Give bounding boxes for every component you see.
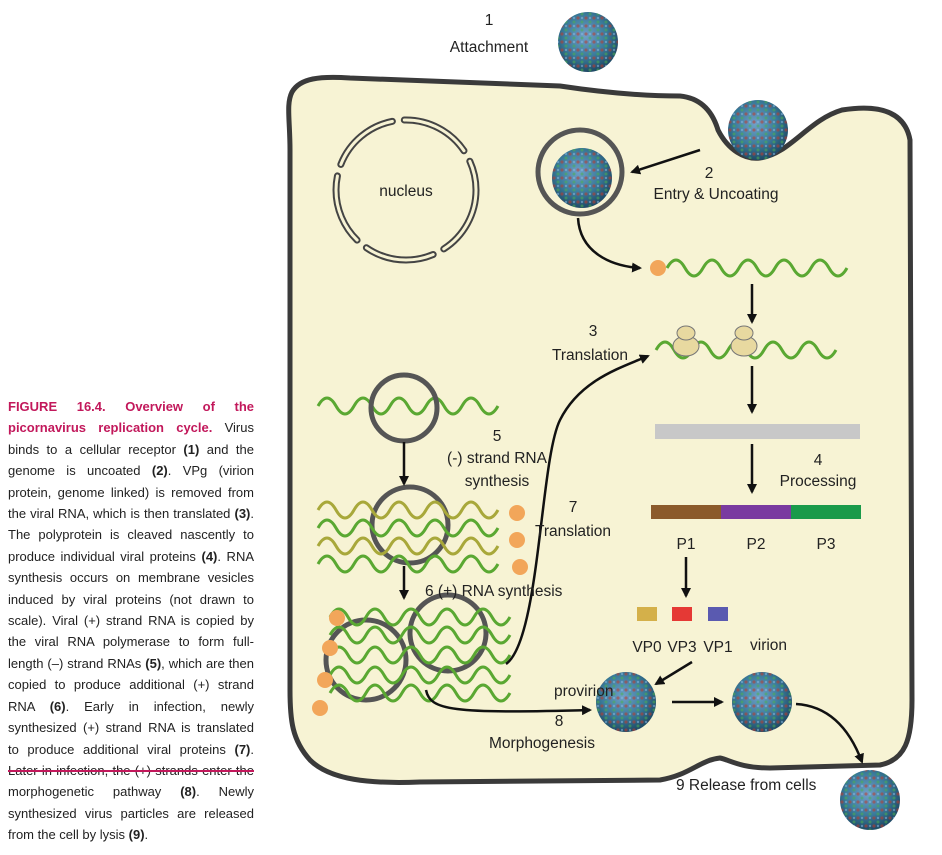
virion-icon bbox=[732, 672, 792, 732]
released-virion-icon bbox=[840, 770, 900, 830]
rna-plus-strand bbox=[328, 625, 512, 645]
membrane-vesicle bbox=[323, 617, 409, 703]
p3-label: P3 bbox=[817, 536, 836, 553]
p2-label: P2 bbox=[747, 536, 766, 553]
step8-label: Morphogenesis bbox=[489, 735, 595, 752]
polyprotein-bar bbox=[655, 424, 860, 439]
caption-text: and the genome is uncoated bbox=[8, 441, 254, 479]
caption-step-ref: (6) bbox=[49, 698, 66, 714]
arrow-translation-7 bbox=[505, 354, 650, 666]
step7-number: 7 bbox=[569, 499, 578, 516]
rna-plus-strand bbox=[328, 683, 512, 703]
p1-bar bbox=[651, 505, 721, 519]
arrow-release bbox=[795, 702, 864, 764]
caption-step-ref: (7) bbox=[234, 741, 251, 757]
caption-step-ref: (3) bbox=[234, 506, 251, 522]
caption-step-ref: (9) bbox=[128, 827, 145, 843]
step8-number: 8 bbox=[555, 713, 564, 730]
p1-label: P1 bbox=[677, 536, 696, 553]
nucleus bbox=[332, 116, 480, 264]
step1-number: 1 bbox=[485, 12, 494, 29]
step6-label: 6 (+) RNA synthesis bbox=[425, 583, 563, 600]
virus-icon bbox=[728, 100, 788, 160]
vp1-square bbox=[708, 607, 728, 621]
step4-label: Processing bbox=[780, 473, 857, 490]
step4-number: 4 bbox=[814, 452, 823, 469]
vpg-icon bbox=[650, 260, 666, 276]
vpg-icon bbox=[317, 672, 333, 688]
vp0-square bbox=[637, 607, 657, 621]
vpg-icon bbox=[312, 700, 328, 716]
caption-text: . RNA synthesis occurs on membrane vesic… bbox=[8, 548, 255, 671]
arrow-entry bbox=[630, 148, 701, 175]
arrow-morphogenesis bbox=[424, 689, 592, 716]
provirion-label: provirion bbox=[554, 683, 613, 700]
rna-plus-strand bbox=[665, 258, 849, 278]
step3-number: 3 bbox=[589, 323, 598, 340]
step5-label-line2: synthesis bbox=[465, 473, 530, 490]
step3-label: Translation bbox=[552, 347, 628, 364]
membrane-vesicle bbox=[407, 592, 489, 674]
step1-label: Attachment bbox=[450, 39, 529, 56]
step2-number: 2 bbox=[705, 165, 714, 182]
rna-minus-strand bbox=[316, 500, 500, 520]
vpg-icon bbox=[509, 532, 525, 548]
vp3-square bbox=[672, 607, 692, 621]
vpg-icon bbox=[329, 610, 345, 626]
cell-membrane bbox=[286, 74, 915, 785]
vp3-label: VP3 bbox=[667, 639, 696, 656]
step9-label: 9 Release from cells bbox=[676, 777, 817, 794]
caption-rule bbox=[8, 770, 254, 772]
caption-text: Virus binds to a cellular receptor bbox=[8, 420, 254, 457]
virion-label: virion bbox=[750, 637, 787, 654]
rna-plus-strand bbox=[316, 396, 500, 416]
virus-icon bbox=[558, 12, 618, 72]
vp0-label: VP0 bbox=[632, 639, 662, 656]
rna-plus-strand bbox=[316, 554, 500, 574]
figure-caption: FIGURE 16.4. Overview of the picornaviru… bbox=[8, 396, 254, 846]
ribosome-icon bbox=[730, 325, 758, 357]
caption-step-ref: (8) bbox=[180, 784, 197, 800]
p3-bar bbox=[791, 505, 861, 519]
vpg-icon bbox=[512, 559, 528, 575]
vpg-icon bbox=[509, 505, 525, 521]
nucleus-label: nucleus bbox=[379, 183, 433, 200]
ribosome-icon bbox=[672, 325, 700, 357]
caption-text: . Newly synthesized virus particles are … bbox=[8, 784, 254, 843]
caption-body: Virus binds to a cellular receptor (1) a… bbox=[8, 420, 254, 842]
p2-bar bbox=[721, 505, 791, 519]
caption-step-ref: (4) bbox=[201, 548, 218, 564]
endosome-icon bbox=[535, 127, 625, 217]
caption-text: . Early in infection, newly synthesized … bbox=[8, 698, 254, 757]
arrow-vp-to-provirion bbox=[654, 660, 693, 686]
vp1-label: VP1 bbox=[703, 639, 732, 656]
caption-text: , which are then copied to produce addit… bbox=[8, 655, 254, 714]
membrane-vesicle bbox=[369, 484, 451, 566]
caption-title: FIGURE 16.4. Overview of the picornaviru… bbox=[8, 399, 254, 436]
membrane-vesicle bbox=[368, 372, 440, 444]
step7-label: Translation bbox=[535, 523, 611, 540]
step5-number: 5 bbox=[493, 428, 502, 445]
step2-label: Entry & Uncoating bbox=[654, 186, 779, 203]
caption-step-ref: (5) bbox=[145, 655, 162, 671]
caption-text: . bbox=[144, 827, 149, 843]
caption-text: . The polyprotein is cleaved nascently t… bbox=[8, 506, 254, 564]
rna-plus-strand bbox=[328, 665, 512, 685]
rna-minus-strand bbox=[316, 536, 500, 556]
rna-plus-strand bbox=[316, 518, 500, 538]
arrow-uncoating bbox=[576, 217, 642, 273]
provirion-icon bbox=[596, 672, 656, 732]
rna-plus-strand bbox=[328, 645, 512, 665]
caption-text: . VPg (virion protein, genome linked) is… bbox=[8, 463, 254, 522]
caption-step-ref: (2) bbox=[151, 463, 168, 479]
caption-step-ref: (1) bbox=[183, 441, 200, 457]
rna-plus-strand bbox=[328, 607, 512, 627]
vpg-icon bbox=[322, 640, 338, 656]
step5-label-line1: (-) strand RNA bbox=[447, 450, 548, 467]
